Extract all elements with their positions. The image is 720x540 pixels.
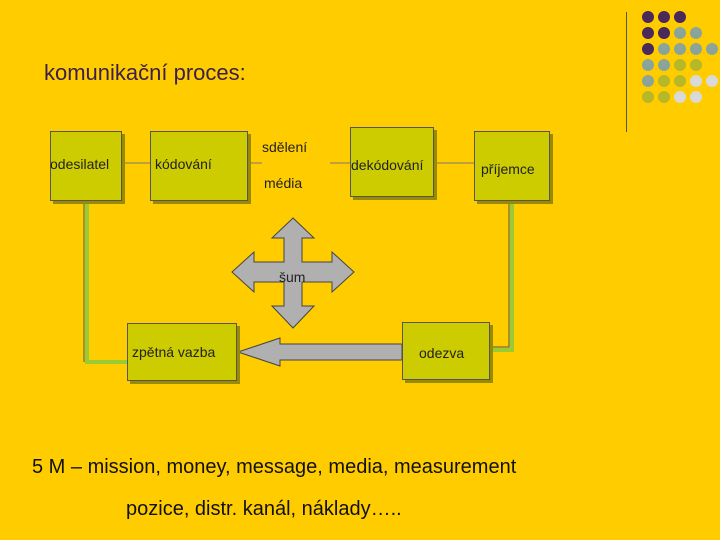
receiver-box: příjemce <box>474 131 550 201</box>
page-title: komunikační proces: <box>44 60 246 85</box>
response-box: odezva <box>402 322 490 380</box>
decoding-label: dekódování <box>351 157 424 173</box>
feedback-box: zpětná vazba <box>127 323 237 381</box>
encoding-label: kódování <box>155 156 212 172</box>
noise-label: šum <box>279 269 306 285</box>
five-m-line: 5 M – mission, money, message, media, me… <box>32 456 517 478</box>
receiver-label: příjemce <box>481 161 535 177</box>
message-label: sdělení <box>262 139 308 155</box>
sender-box: odesilatel <box>50 131 122 201</box>
response-label: odezva <box>419 345 465 361</box>
decorative-dots <box>642 11 718 103</box>
media-label: média <box>264 175 303 191</box>
decoding-box: dekódování <box>350 127 434 197</box>
feedback-label: zpětná vazba <box>132 344 216 360</box>
sender-label: odesilatel <box>50 156 110 172</box>
title-divider <box>626 12 627 132</box>
positioning-line: pozice, distr. kanál, náklady….. <box>126 498 402 520</box>
encoding-box: kódování <box>150 131 248 201</box>
